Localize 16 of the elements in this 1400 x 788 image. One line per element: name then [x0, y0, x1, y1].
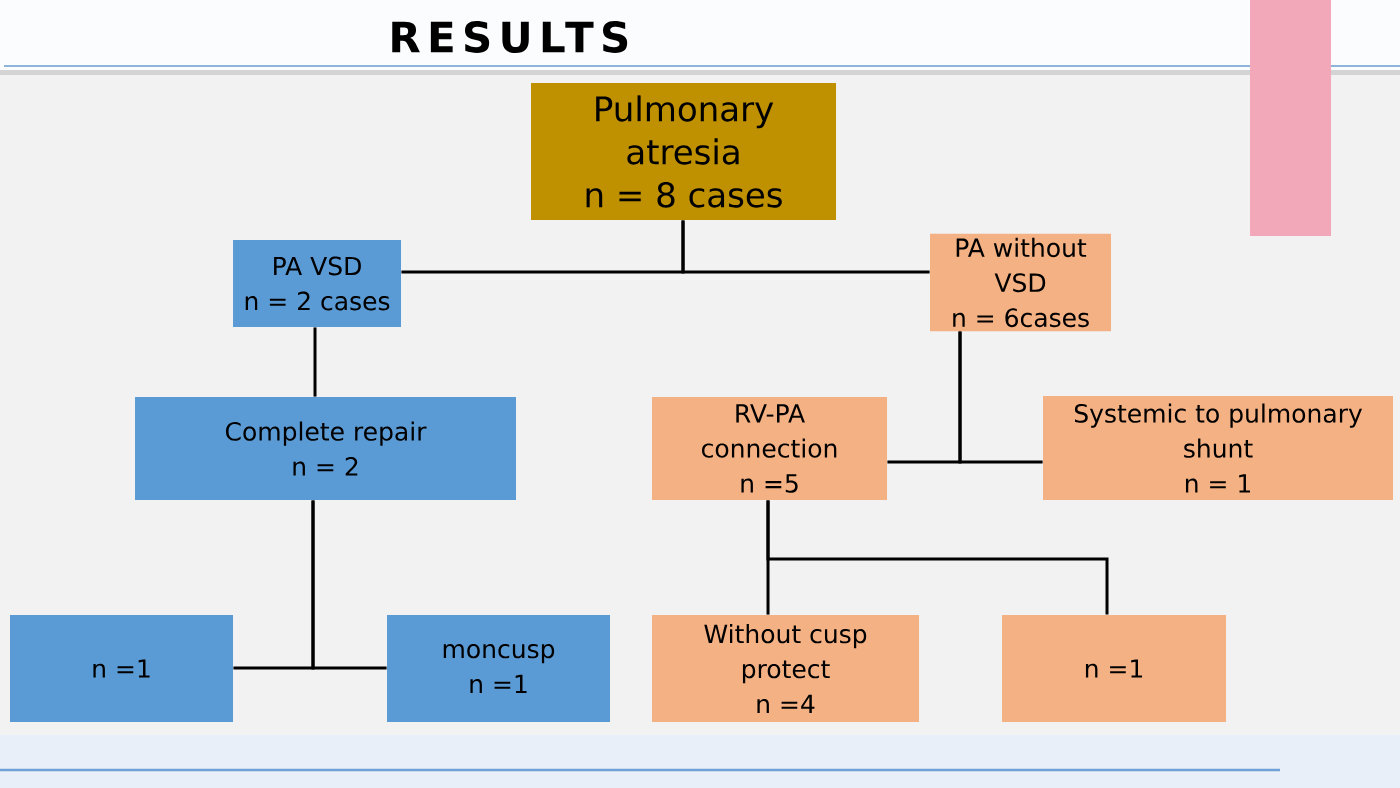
category-box: Without cusp protect n =4 [652, 615, 919, 722]
connector-line [958, 331, 1043, 464]
category-box: n =1 [1002, 615, 1226, 722]
category-box: Systemic to pulmonary shunt n = 1 [1043, 396, 1393, 500]
category-box: Pulmonary atresia n = 8 cases [531, 83, 836, 220]
connector-line [766, 500, 1109, 615]
connector-line [681, 220, 930, 274]
connector-line [313, 327, 317, 397]
connector-line [311, 500, 387, 670]
category-box: Complete repair n = 2 [135, 397, 516, 500]
category-box: moncusp n =1 [387, 615, 610, 722]
category-box: PA without VSD n = 6cases [930, 233, 1111, 332]
category-box: n =1 [10, 615, 233, 722]
title: RESULTS [392, 21, 628, 53]
category-box: PA VSD n = 2 cases [233, 240, 401, 327]
category-box: RV-PA connection n =5 [652, 397, 887, 500]
